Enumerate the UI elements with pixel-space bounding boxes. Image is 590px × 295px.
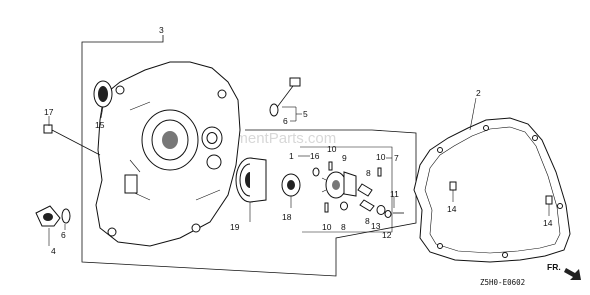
- group-frame-7: [300, 146, 393, 233]
- governor-parts-part-8: [340, 183, 375, 212]
- gasket-part-2: [413, 117, 571, 263]
- callout-17: 17: [44, 107, 54, 117]
- front-arrow-icon: [564, 268, 581, 280]
- group-frame-3: [81, 35, 417, 277]
- callout-8-mid: 8: [365, 216, 370, 226]
- callout-11: 11: [390, 189, 399, 199]
- ball-bearing-part-19: [235, 157, 267, 203]
- o-ring-part-6: [61, 208, 71, 224]
- callout-7: 7: [394, 153, 399, 163]
- washer-part-13: [376, 205, 386, 215]
- callout-4: 4: [51, 246, 56, 256]
- callout-10-bottom: 10: [322, 222, 332, 232]
- callout-9: 9: [342, 153, 347, 163]
- leader-lines: [48, 97, 550, 246]
- callout-10-top: 10: [327, 144, 337, 154]
- callout-14-left: 14: [447, 204, 457, 214]
- diagram-code: Z5H0-E0602: [480, 278, 525, 287]
- callout-14-right: 14: [543, 218, 553, 228]
- callout-6-lower: 6: [61, 230, 66, 240]
- washer-part-16: [312, 167, 320, 177]
- callout-1: 1: [289, 151, 294, 161]
- callout-2: 2: [476, 88, 481, 98]
- callout-3: 3: [159, 25, 164, 35]
- crankcase-cover-part: [95, 61, 241, 247]
- callout-15: 15: [95, 120, 105, 130]
- callout-5: 5: [303, 109, 308, 119]
- bolt-part-17: [43, 124, 101, 156]
- bearing-part-18: [281, 173, 301, 197]
- callout-6-upper: 6: [283, 116, 288, 126]
- callout-8-lower: 8: [341, 222, 346, 232]
- callout-12: 12: [382, 230, 392, 240]
- washer-part-12: [384, 210, 392, 218]
- callout-13: 13: [371, 221, 381, 231]
- callout-8-upper: 8: [366, 168, 371, 178]
- oil-gauge-part-4: [35, 205, 61, 227]
- callout-10-right: 10: [376, 152, 386, 162]
- front-label: FR.: [547, 262, 561, 272]
- callout-18: 18: [282, 212, 292, 222]
- callout-16: 16: [310, 151, 320, 161]
- governor-holder-part-9: [343, 171, 357, 197]
- oil-seal-part-15: [93, 80, 113, 108]
- callout-19: 19: [230, 222, 240, 232]
- pins-part-10: [324, 161, 382, 213]
- oil-filler-part-5: [269, 77, 301, 117]
